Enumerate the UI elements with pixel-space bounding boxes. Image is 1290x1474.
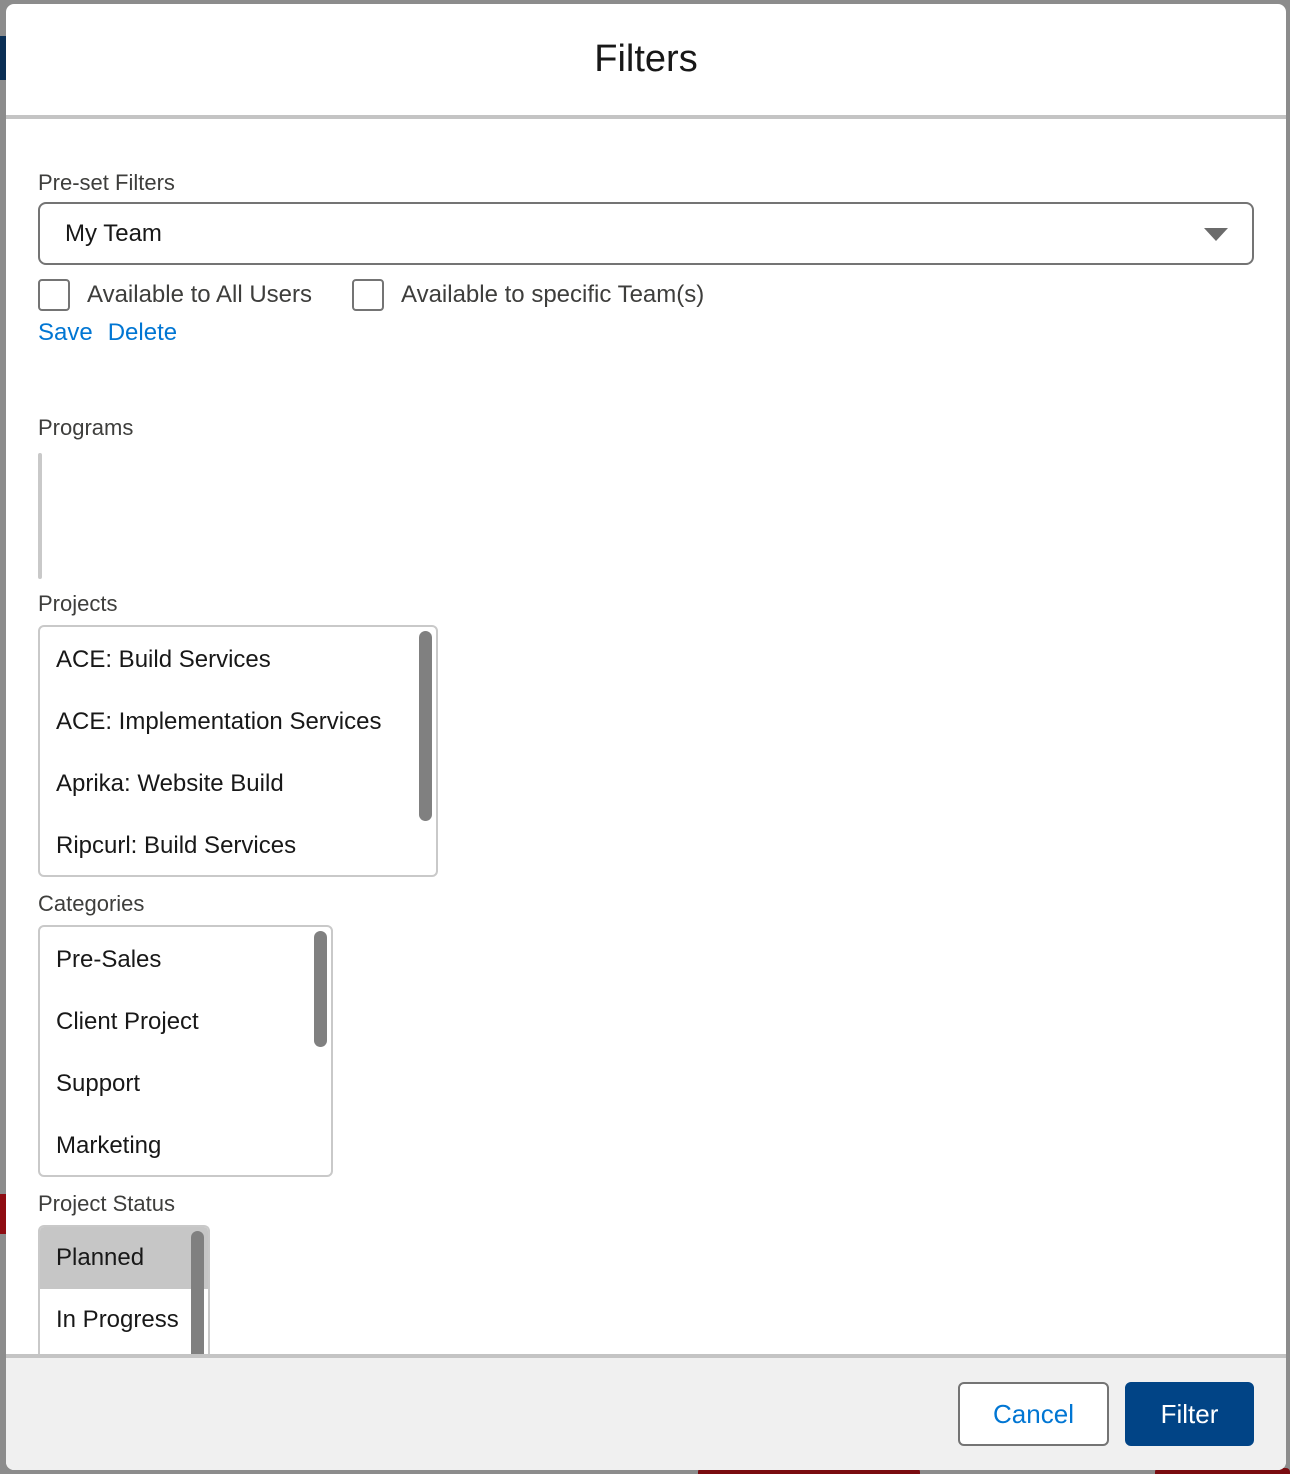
save-link[interactable]: Save (38, 319, 93, 346)
category-option[interactable]: Marketing (56, 1132, 162, 1159)
project-option[interactable]: ACE: Build Services (56, 646, 271, 673)
background-button-fragment (1155, 1468, 1290, 1474)
background-button-fragment (698, 1468, 920, 1474)
project-status-scrollbar[interactable] (191, 1231, 204, 1354)
project-option[interactable]: ACE: Implementation Services (56, 708, 382, 735)
checkbox-icon[interactable] (352, 279, 384, 311)
projects-listbox[interactable]: ACE: Build Services ACE: Implementation … (38, 625, 438, 877)
categories-scrollbar[interactable] (314, 931, 327, 1047)
available-specific-teams-label: Available to specific Team(s) (401, 281, 705, 308)
modal-body[interactable]: Pre-set Filters My Team Available to All… (6, 123, 1286, 1354)
modal-footer: Cancel Filter (6, 1354, 1286, 1470)
projects-label: Projects (38, 591, 118, 616)
category-option[interactable]: Support (56, 1070, 141, 1097)
filter-button[interactable]: Filter (1125, 1382, 1254, 1446)
categories-listbox[interactable]: Pre-Sales Client Project Support Marketi… (38, 925, 333, 1177)
status-option[interactable]: In Progress (56, 1306, 179, 1333)
project-option[interactable]: Aprika: Website Build (56, 770, 284, 797)
preset-filters-value: My Team (65, 219, 162, 247)
filters-modal: Filters Pre-set Filters My Team Availabl… (6, 4, 1286, 1470)
category-option[interactable]: Pre-Sales (56, 946, 162, 973)
preset-filters-label: Pre-set Filters (38, 170, 175, 195)
project-option[interactable]: Ripcurl: Build Services (56, 832, 297, 859)
project-status-listbox[interactable]: Planned In Progress (38, 1225, 210, 1354)
visibility-options: Available to All Users Available to spec… (38, 279, 744, 311)
background-header-fragment (0, 36, 6, 80)
modal-title: Filters (594, 38, 698, 80)
chevron-down-icon (1204, 228, 1228, 241)
available-all-users-checkbox[interactable]: Available to All Users (38, 279, 312, 311)
projects-scrollbar[interactable] (419, 631, 432, 821)
project-status-label: Project Status (38, 1191, 175, 1216)
background-red-fragment (0, 1194, 6, 1234)
available-specific-teams-checkbox[interactable]: Available to specific Team(s) (352, 279, 704, 311)
checkbox-icon[interactable] (38, 279, 70, 311)
programs-listbox[interactable] (38, 453, 42, 579)
available-all-users-label: Available to All Users (87, 281, 312, 308)
delete-link[interactable]: Delete (107, 319, 178, 346)
preset-filters-select[interactable]: My Team (38, 202, 1254, 265)
category-option[interactable]: Client Project (56, 1008, 199, 1035)
preset-actions: Save Delete (38, 319, 192, 347)
programs-label: Programs (38, 415, 134, 440)
cancel-button[interactable]: Cancel (958, 1382, 1109, 1446)
status-option-selected[interactable]: Planned (40, 1227, 208, 1289)
categories-label: Categories (38, 891, 145, 916)
modal-header: Filters (6, 4, 1286, 119)
